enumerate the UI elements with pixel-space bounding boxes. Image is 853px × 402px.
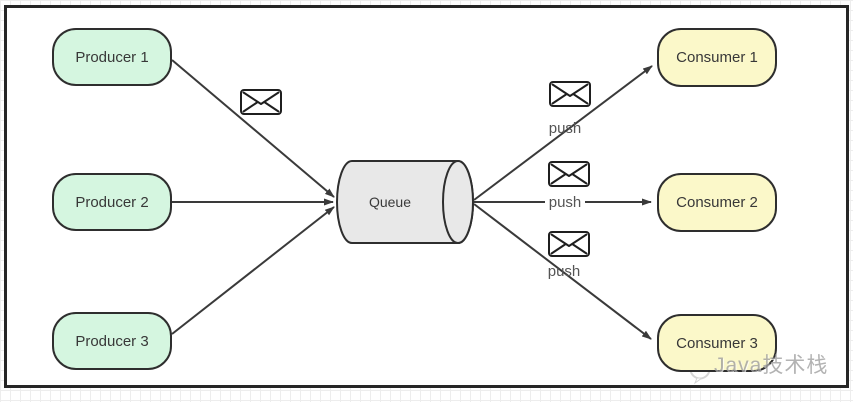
watermark-text: Java技术栈 — [714, 354, 829, 377]
message-envelope-icon — [548, 231, 590, 257]
message-envelope-icon — [240, 89, 282, 115]
node-consumer-3: Consumer 3 — [657, 314, 777, 372]
node-producer-1: Producer 1 — [52, 28, 172, 86]
arrow-producer3-to-queue — [171, 206, 335, 335]
node-producer-2: Producer 2 — [52, 173, 172, 231]
node-producer-3: Producer 3 — [52, 312, 172, 370]
queue-label: Queue — [368, 194, 412, 210]
push-label-2: push — [545, 194, 585, 211]
arrow-queue-to-consumer3 — [473, 203, 652, 340]
message-envelope-icon — [548, 161, 590, 187]
queue-cylinder — [336, 160, 474, 244]
push-label-3: push — [547, 263, 581, 280]
arrow-producer1-to-queue — [171, 59, 335, 198]
arrow-queue-to-consumer1 — [473, 65, 653, 201]
message-envelope-icon — [549, 81, 591, 107]
node-consumer-1: Consumer 1 — [657, 28, 777, 87]
node-consumer-2: Consumer 2 — [657, 173, 777, 232]
push-label-1: push — [548, 120, 582, 137]
